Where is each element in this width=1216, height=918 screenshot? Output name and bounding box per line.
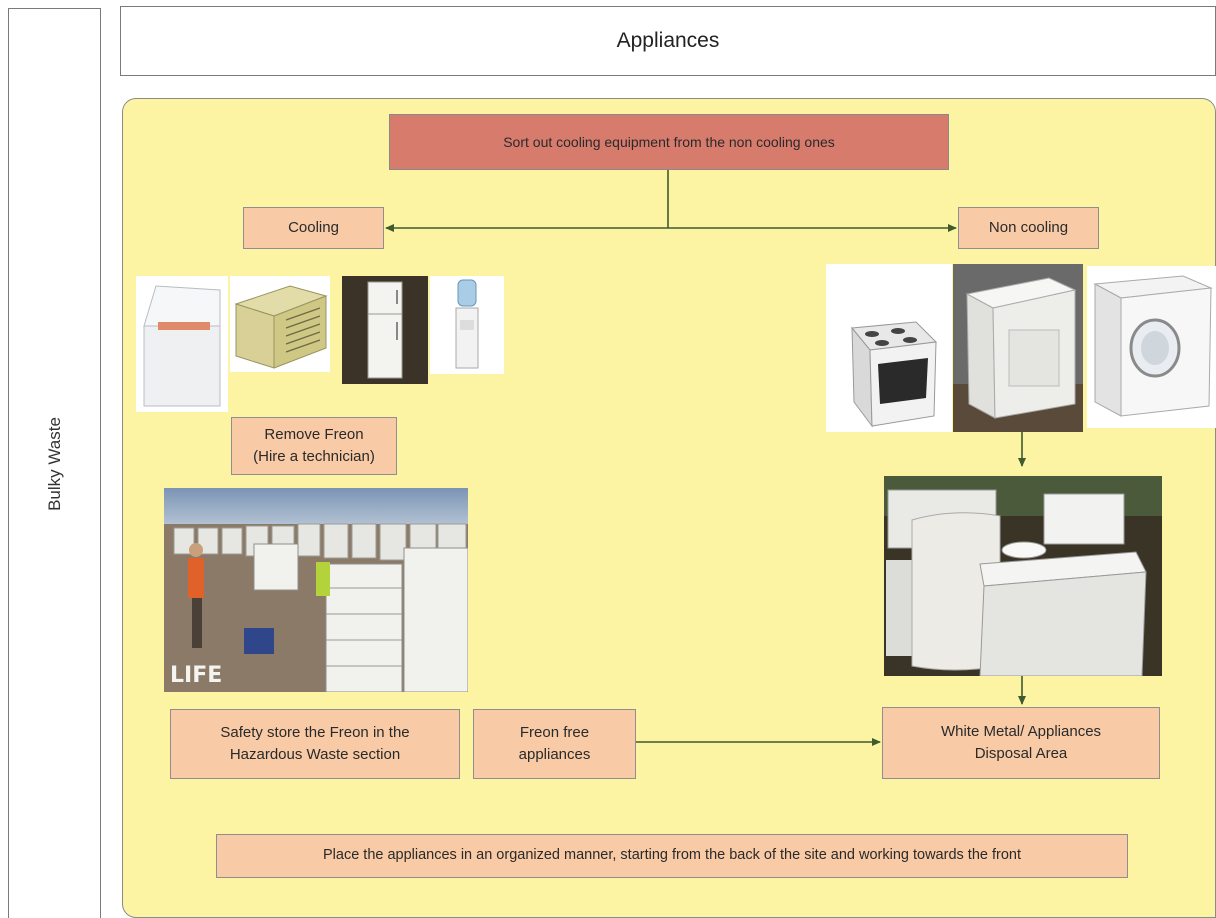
washing-machine-image bbox=[1087, 266, 1216, 428]
chest-freezer-image bbox=[136, 276, 228, 412]
remove-freon-line2: (Hire a technician) bbox=[253, 448, 375, 465]
remove-freon-line1: Remove Freon bbox=[264, 426, 364, 444]
placement-instruction-box: Place the appliances in an organized man… bbox=[216, 834, 1128, 878]
disposal-area-box: White Metal/ Appliances Disposal Area bbox=[882, 707, 1160, 779]
freon-free-appliances-box: Freon free appliances bbox=[473, 709, 636, 779]
safety-store-freon-box: Safety store the Freon in the Hazardous … bbox=[170, 709, 460, 779]
remove-freon-box: Remove Freon (Hire a technician) bbox=[231, 417, 397, 475]
dryer-image bbox=[953, 264, 1083, 432]
safety-store-line2: Hazardous Waste section bbox=[229, 746, 401, 763]
refrigerator-image bbox=[342, 276, 428, 384]
page-title: Appliances bbox=[120, 6, 1216, 76]
water-dispenser-image bbox=[430, 276, 504, 374]
freon-free-line2: appliances bbox=[518, 746, 591, 763]
disposal-line2: Disposal Area bbox=[974, 745, 1068, 762]
disposal-line1: White Metal/ Appliances bbox=[940, 723, 1102, 741]
life-watermark: LIFE bbox=[170, 663, 223, 688]
stove-image bbox=[826, 264, 952, 432]
white-metal-pile-photo bbox=[884, 476, 1162, 676]
cooling-unit-image bbox=[230, 276, 330, 372]
sort-cooling-box: Sort out cooling equipment from the non … bbox=[389, 114, 949, 170]
non-cooling-box: Non cooling bbox=[958, 207, 1099, 249]
cooling-box: Cooling bbox=[243, 207, 384, 249]
swimlane-bulky-waste: Bulky Waste bbox=[8, 8, 101, 918]
refrigerator-yard-photo: LIFE bbox=[164, 488, 468, 692]
safety-store-line1: Safety store the Freon in the bbox=[220, 724, 410, 742]
freon-free-line1: Freon free bbox=[519, 724, 590, 742]
